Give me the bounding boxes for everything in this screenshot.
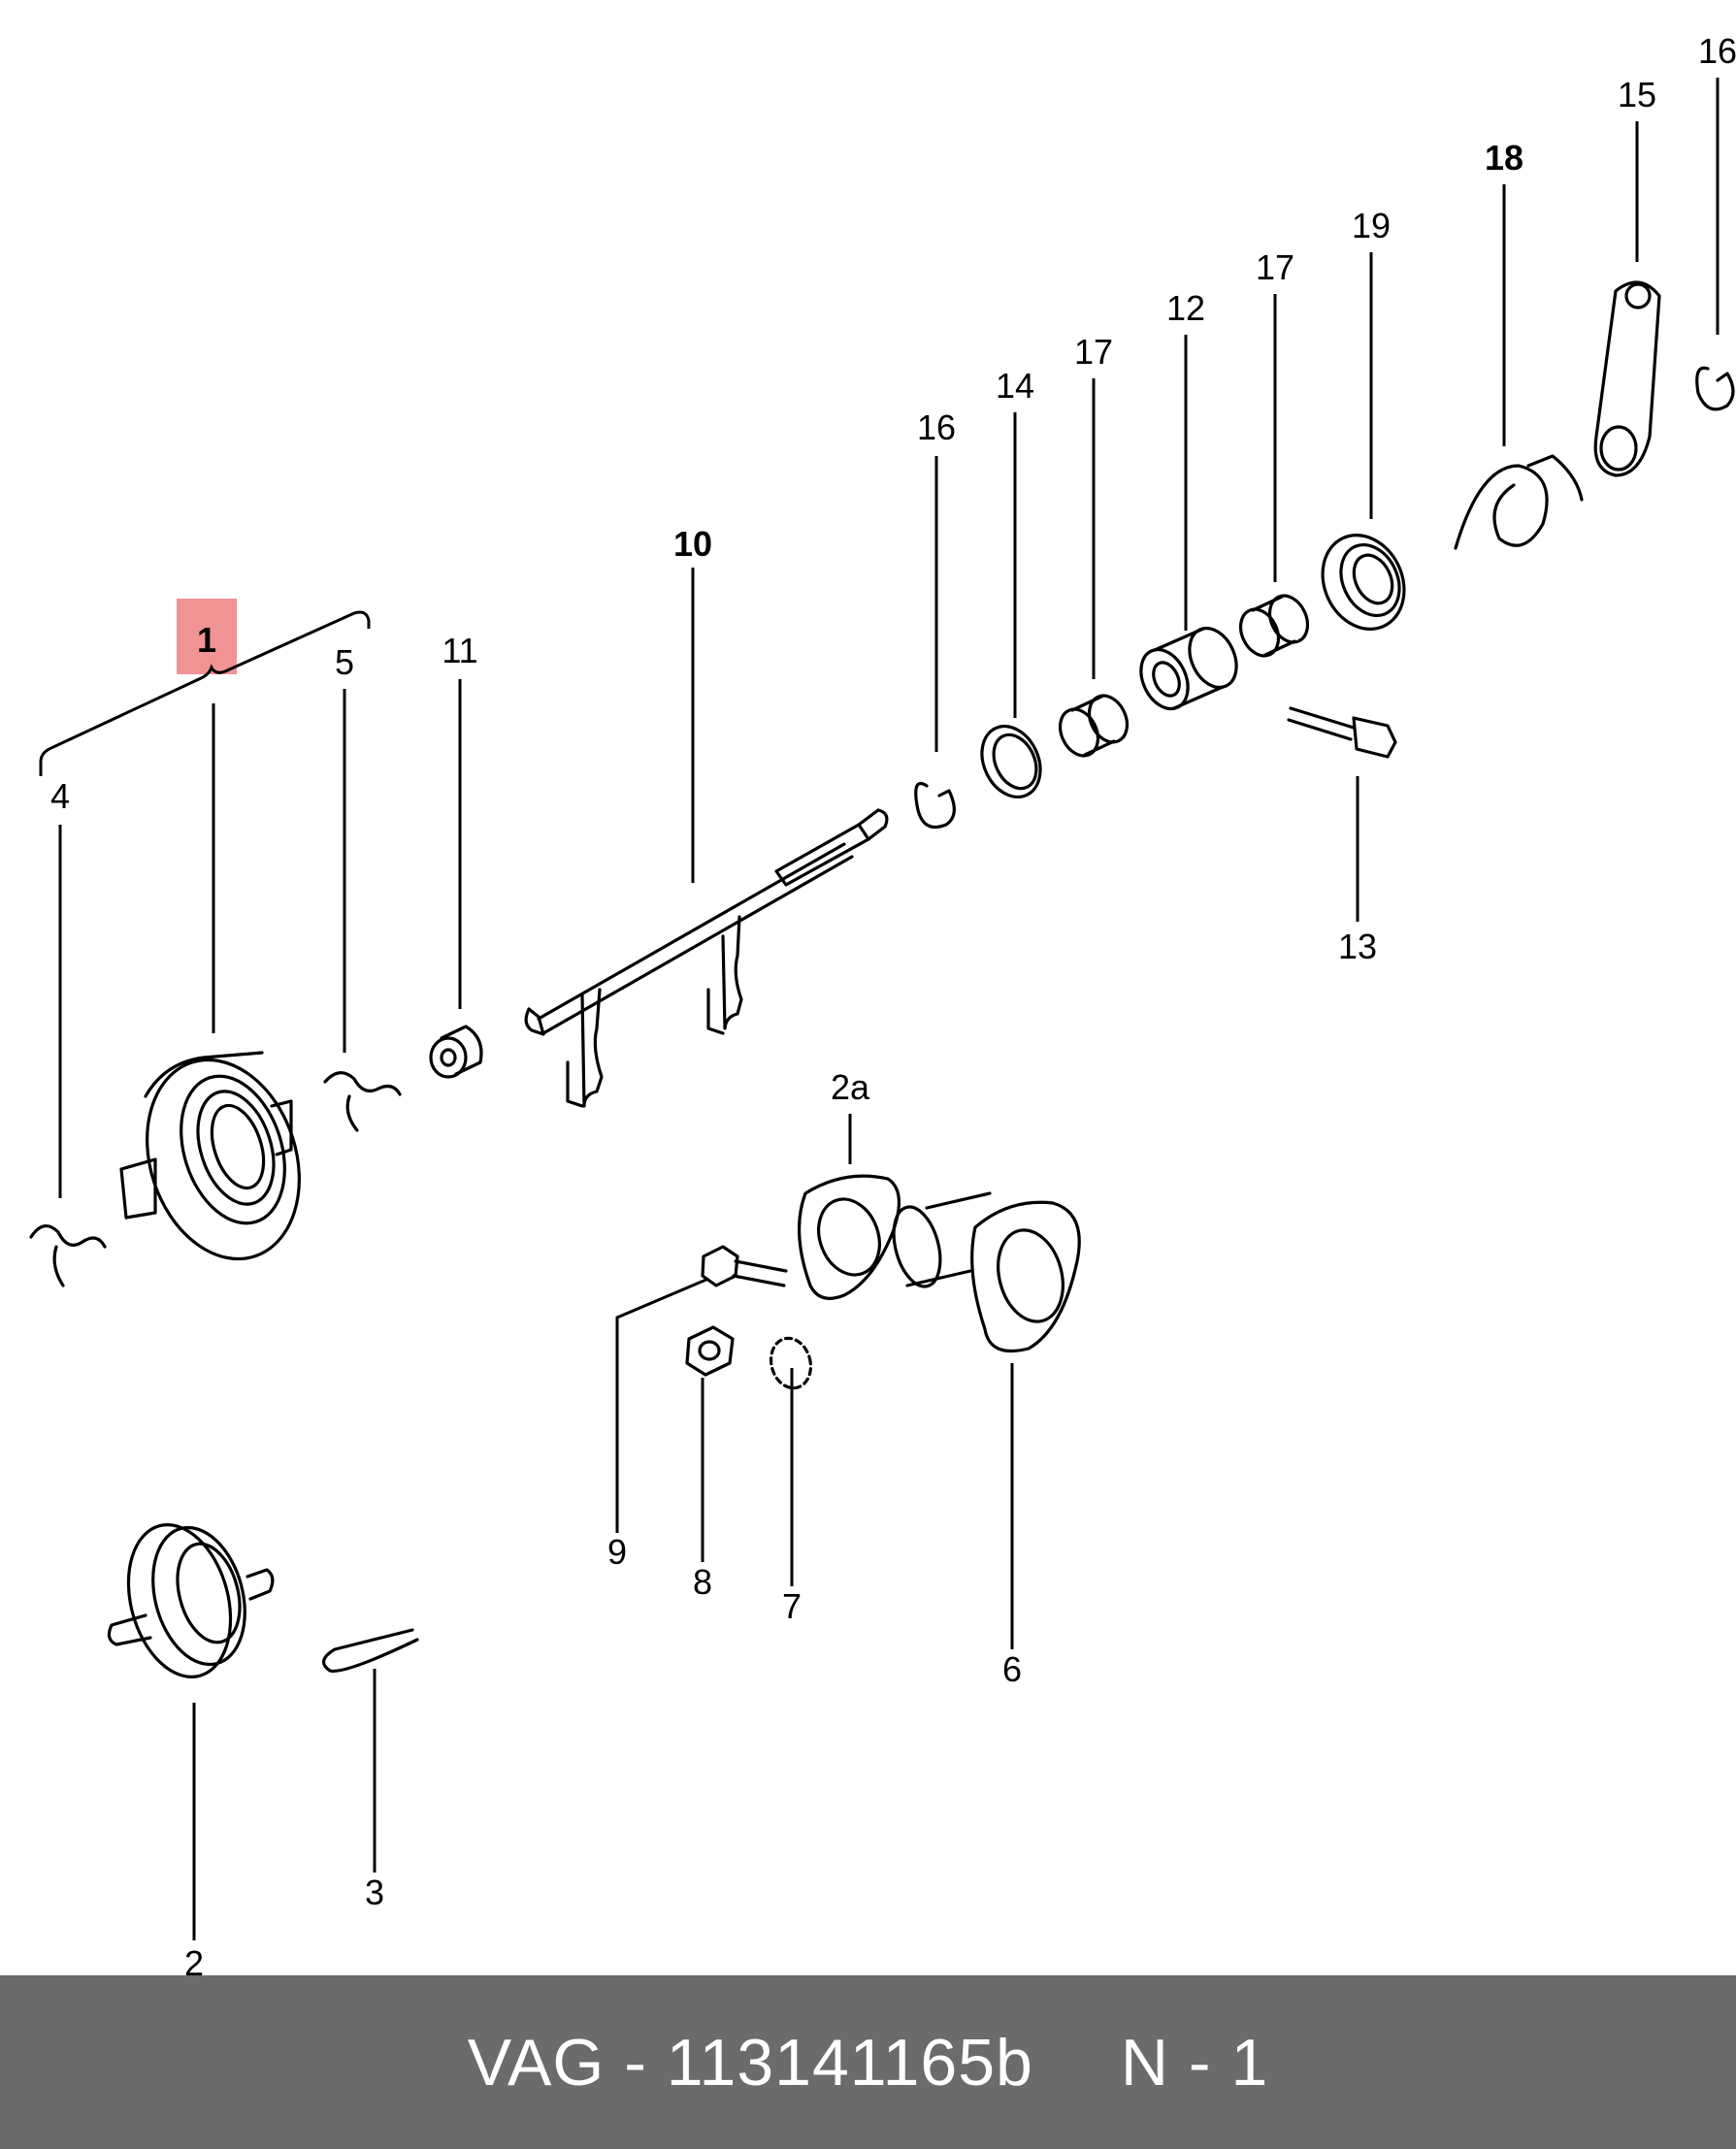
leader-lines xyxy=(58,78,1720,1940)
callout-12: 12 xyxy=(1166,288,1205,328)
callout-9: 9 xyxy=(607,1532,627,1572)
callout-11: 11 xyxy=(442,631,477,670)
callout-2a: 2a xyxy=(831,1067,870,1107)
part-bushing-11 xyxy=(429,1025,483,1079)
callout-18: 18 xyxy=(1485,138,1523,178)
callout-labels: 1 2 2a 3 4 5 6 7 8 9 10 11 12 13 14 15 1… xyxy=(50,31,1736,1975)
callout-17-left: 17 xyxy=(1074,332,1113,372)
part-number: 113141165b xyxy=(666,2025,1033,2100)
callout-10: 10 xyxy=(673,524,712,564)
part-gasket-2a xyxy=(798,1174,901,1300)
position-separator: - xyxy=(1188,2025,1212,2100)
part-sleeve-12 xyxy=(1139,626,1238,711)
callout-4: 4 xyxy=(50,776,70,816)
callout-3: 3 xyxy=(365,1872,384,1912)
part-clip-4 xyxy=(29,1224,107,1287)
part-clutch-shaft-10 xyxy=(524,808,889,1108)
callout-6: 6 xyxy=(1002,1649,1022,1689)
part-clip-3 xyxy=(322,1628,419,1673)
callout-16-lower: 16 xyxy=(917,407,956,447)
part-bolt-13 xyxy=(1287,706,1397,759)
part-circlip-16-upper xyxy=(1695,366,1735,411)
callout-7: 7 xyxy=(782,1586,802,1626)
callout-13: 13 xyxy=(1338,927,1377,966)
footer-caption: VAG - 113141165b N - 1 xyxy=(0,1975,1736,2149)
part-ring-14 xyxy=(980,724,1042,799)
exploded-parts-diagram: 1 2 2a 3 4 5 6 7 8 9 10 11 12 13 14 15 1… xyxy=(29,31,1736,1975)
group-bracket xyxy=(39,610,371,776)
callout-19: 19 xyxy=(1352,206,1391,245)
part-spring-18 xyxy=(1454,454,1584,550)
callout-15: 15 xyxy=(1618,75,1656,114)
brand-separator: - xyxy=(624,2025,647,2100)
callout-1: 1 xyxy=(197,620,216,660)
callout-8: 8 xyxy=(693,1562,712,1602)
part-nut-8 xyxy=(685,1325,735,1377)
brand-name: VAG xyxy=(467,2025,606,2100)
part-seal-19 xyxy=(1321,534,1406,631)
part-release-bearing xyxy=(119,1051,301,1261)
part-bolt-9 xyxy=(701,1245,788,1287)
callout-14: 14 xyxy=(996,366,1034,406)
highlight-box xyxy=(177,599,237,674)
part-circlip-16-lower xyxy=(914,781,956,830)
part-lever-15 xyxy=(1593,280,1661,477)
part-washer-7 xyxy=(769,1336,813,1390)
callout-2: 2 xyxy=(184,1943,204,1975)
part-bushing-17-left xyxy=(1058,694,1130,758)
callout-5: 5 xyxy=(335,642,354,682)
callout-17-right: 17 xyxy=(1256,247,1294,287)
part-bearing-2 xyxy=(107,1523,275,1678)
position-value: 1 xyxy=(1230,2025,1269,2100)
part-clip-5 xyxy=(323,1071,402,1132)
part-bushing-17-right xyxy=(1238,594,1310,658)
part-guide-tube-6 xyxy=(892,1191,1081,1353)
callout-16-upper: 16 xyxy=(1698,31,1736,71)
position-label: N xyxy=(1120,2025,1169,2100)
